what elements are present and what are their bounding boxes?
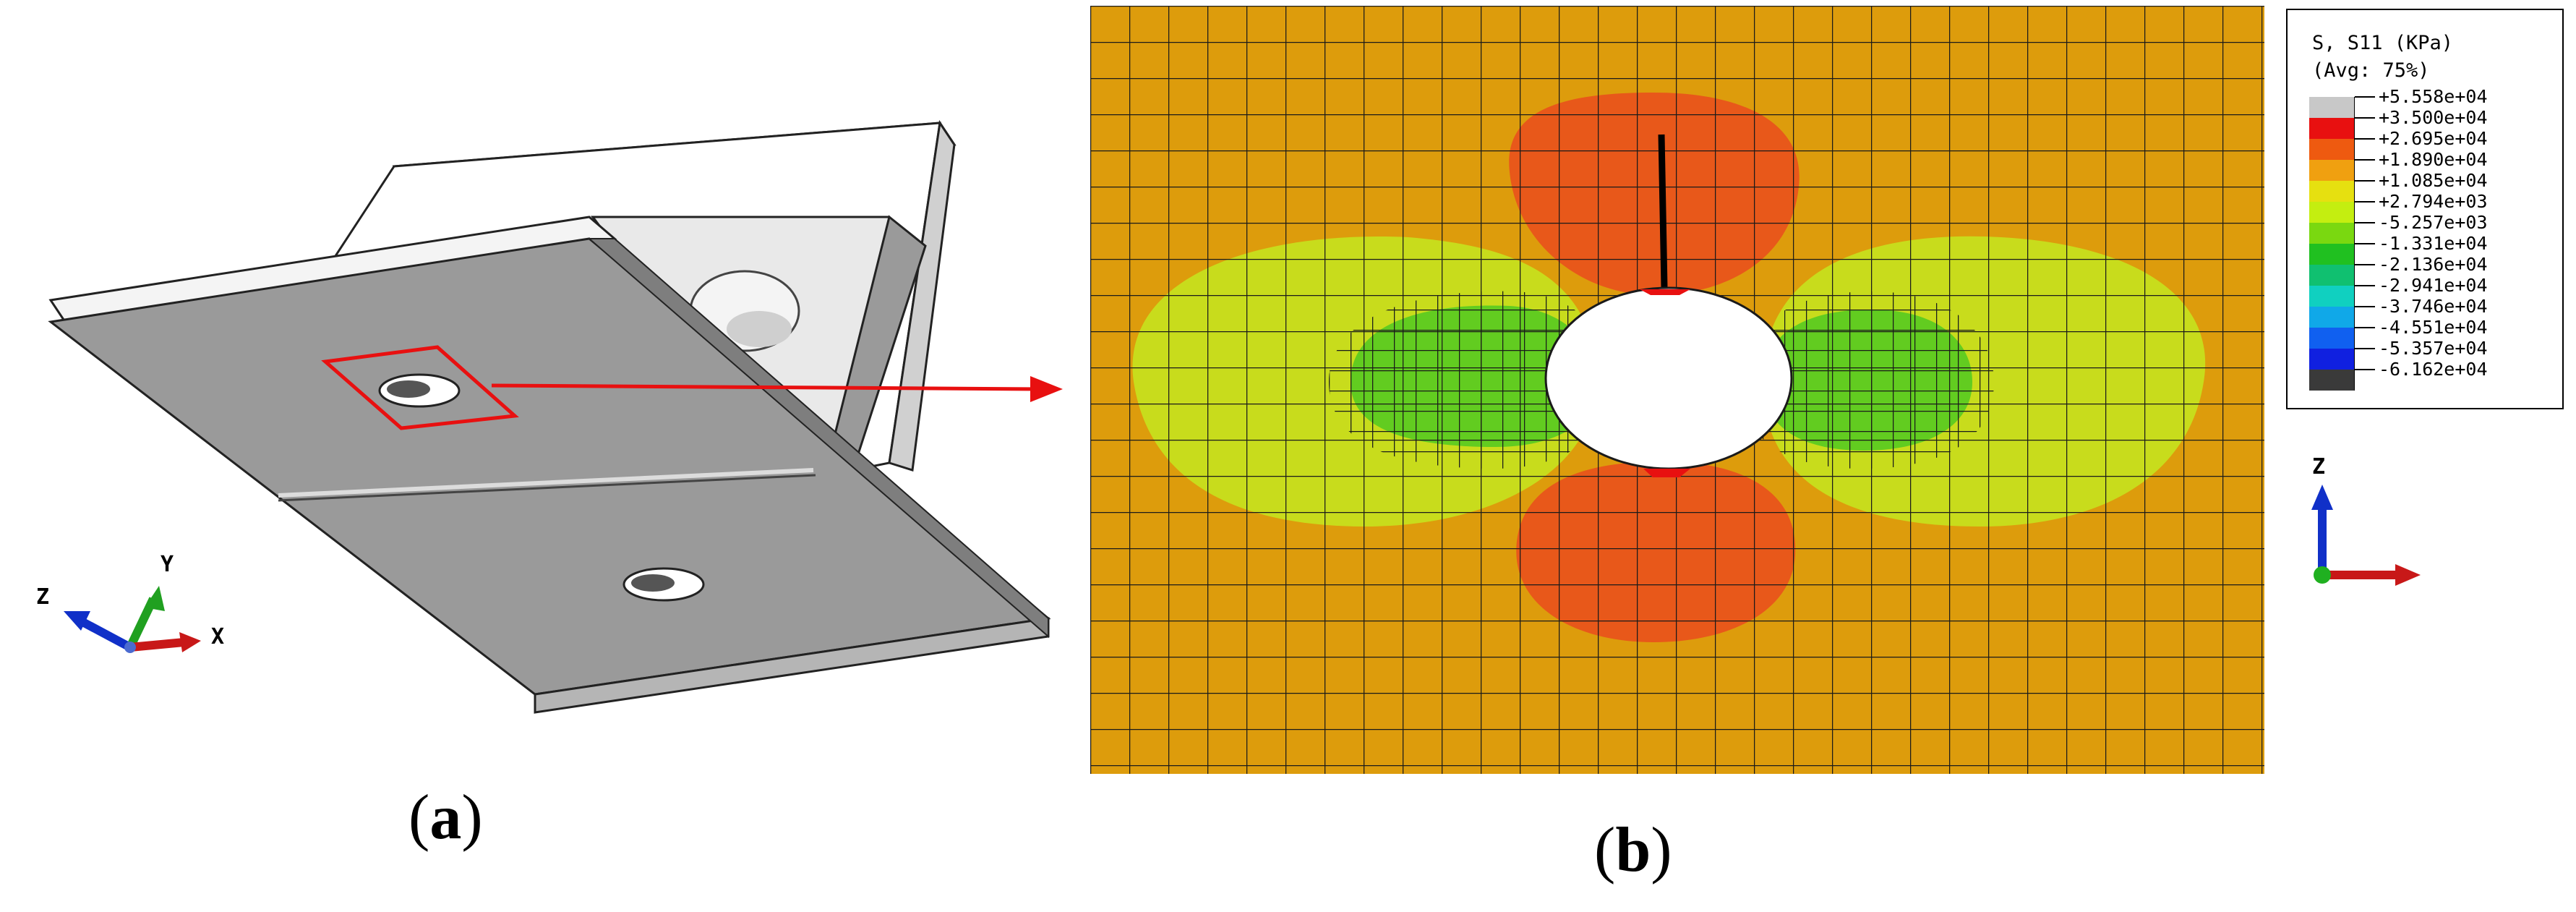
- base-plate-right-edge: [587, 238, 1049, 639]
- legend-swatch: [2309, 244, 2355, 265]
- legend-title: S, S11 (KPa): [2312, 32, 2454, 54]
- hole-edge-red-bottom: [1643, 469, 1690, 477]
- legend-swatch: [2309, 328, 2355, 349]
- legend-swatch: [2309, 160, 2355, 181]
- legend-value: -5.357e+04: [2379, 338, 2488, 359]
- legend-entry: +3.500e+04: [2309, 107, 2555, 142]
- triad-y-head: [145, 586, 165, 611]
- legend-entry: -6.162e+04: [2309, 359, 2555, 394]
- callout-line: [491, 383, 1042, 391]
- triad-b-origin: [2314, 566, 2331, 584]
- caption-a-letter: a: [429, 783, 462, 853]
- legend-tick: [2355, 159, 2375, 161]
- legend-swatch: [2309, 139, 2355, 160]
- legend-entry: +2.794e+03: [2309, 191, 2555, 226]
- triad-z-axis: [74, 614, 132, 652]
- triad-origin: [124, 642, 136, 653]
- bracket-3d-view: Z Y X: [36, 119, 1063, 714]
- triad-z-head: [64, 611, 90, 631]
- legend-tick: [2355, 348, 2375, 349]
- mesh-fine-right: [1741, 291, 1994, 469]
- legend-tick: [2355, 327, 2375, 328]
- legend-value: +1.890e+04: [2379, 149, 2488, 170]
- legend-entry: -3.746e+04: [2309, 296, 2555, 331]
- center-hole: [1544, 286, 1793, 470]
- legend-value: +1.085e+04: [2379, 170, 2488, 191]
- legend-swatch: [2309, 307, 2355, 328]
- mesh-fine-left: [1329, 291, 1611, 469]
- caption-a: (a): [408, 783, 483, 853]
- triad-b-z-head: [2311, 485, 2333, 510]
- triad-x-head: [179, 632, 201, 652]
- legend-entry: -5.357e+04: [2309, 338, 2555, 373]
- legend-value: +5.558e+04: [2379, 86, 2488, 107]
- callout-arrowhead: [1030, 376, 1063, 402]
- legend-swatch: [2309, 97, 2355, 118]
- legend-swatch: [2309, 265, 2355, 286]
- triad-x-axis: [129, 638, 185, 652]
- highlight-box: [321, 345, 519, 430]
- stress-contour-plot: [1090, 6, 2264, 774]
- triad-a-x-label: X: [211, 624, 224, 649]
- caption-b-letter: b: [1615, 815, 1651, 885]
- triad-b-x-head: [2395, 564, 2421, 586]
- triad-a-y-label: Y: [161, 552, 174, 577]
- legend-tick: [2355, 117, 2375, 119]
- legend-value: -3.746e+04: [2379, 296, 2488, 317]
- legend-entry: +5.558e+04: [2309, 86, 2555, 122]
- legend-value: -1.331e+04: [2379, 233, 2488, 254]
- legend-tick: [2355, 222, 2375, 223]
- legend-entry: -2.136e+04: [2309, 254, 2555, 289]
- legend-entry: +1.890e+04: [2309, 149, 2555, 184]
- legend-value: -4.551e+04: [2379, 317, 2488, 338]
- legend-swatch: [2309, 349, 2355, 370]
- legend-value: -2.136e+04: [2379, 254, 2488, 275]
- legend-entry: -5.257e+03: [2309, 212, 2555, 247]
- legend-entry: +1.085e+04: [2309, 170, 2555, 205]
- legend-tick: [2355, 180, 2375, 182]
- legend-value: +2.794e+03: [2379, 191, 2488, 212]
- legend-entry: -4.551e+04: [2309, 317, 2555, 352]
- legend-subtitle: (Avg: 75%): [2312, 59, 2430, 82]
- legend-tick: [2355, 306, 2375, 307]
- crack-line: [1658, 134, 1668, 289]
- legend-swatch: [2309, 181, 2355, 202]
- legend-value: -5.257e+03: [2379, 212, 2488, 233]
- legend-value: -2.941e+04: [2379, 275, 2488, 296]
- hole-edge-red-top: [1640, 289, 1690, 295]
- triad-b: Z: [2311, 454, 2421, 586]
- legend-tick: [2355, 138, 2375, 140]
- legend-tick: [2355, 201, 2375, 203]
- upper-hole-shade: [387, 380, 430, 398]
- legend-tick: [2355, 96, 2375, 98]
- triad-b-z-label: Z: [2312, 454, 2325, 480]
- legend-entry: -1.331e+04: [2309, 233, 2555, 268]
- legend-tick: [2355, 369, 2375, 370]
- legend-value: +3.500e+04: [2379, 107, 2488, 128]
- legend-swatch: [2309, 223, 2355, 244]
- triad-a-z-label: Z: [36, 584, 49, 610]
- legend-value: -6.162e+04: [2379, 359, 2488, 380]
- legend-swatch: [2309, 202, 2355, 223]
- legend-swatch: [2309, 286, 2355, 307]
- plate-seam: [278, 468, 814, 498]
- legend-tick: [2355, 264, 2375, 265]
- plate-seam-dark: [278, 474, 816, 502]
- legend-swatch: [2309, 370, 2355, 391]
- legend-value: +2.695e+04: [2379, 128, 2488, 149]
- legend-entry: +2.695e+04: [2309, 128, 2555, 163]
- legend-tick: [2355, 285, 2375, 286]
- caption-b: (b): [1594, 815, 1672, 885]
- flange-bump-shade: [727, 311, 792, 347]
- upright-plate-side: [888, 119, 956, 472]
- lower-hole-shade: [631, 574, 675, 592]
- legend-entry: -2.941e+04: [2309, 275, 2555, 310]
- legend-tick: [2355, 243, 2375, 244]
- stress-legend: S, S11 (KPa) (Avg: 75%) +5.558e+04+3.500…: [2286, 9, 2564, 409]
- legend-swatch: [2309, 118, 2355, 139]
